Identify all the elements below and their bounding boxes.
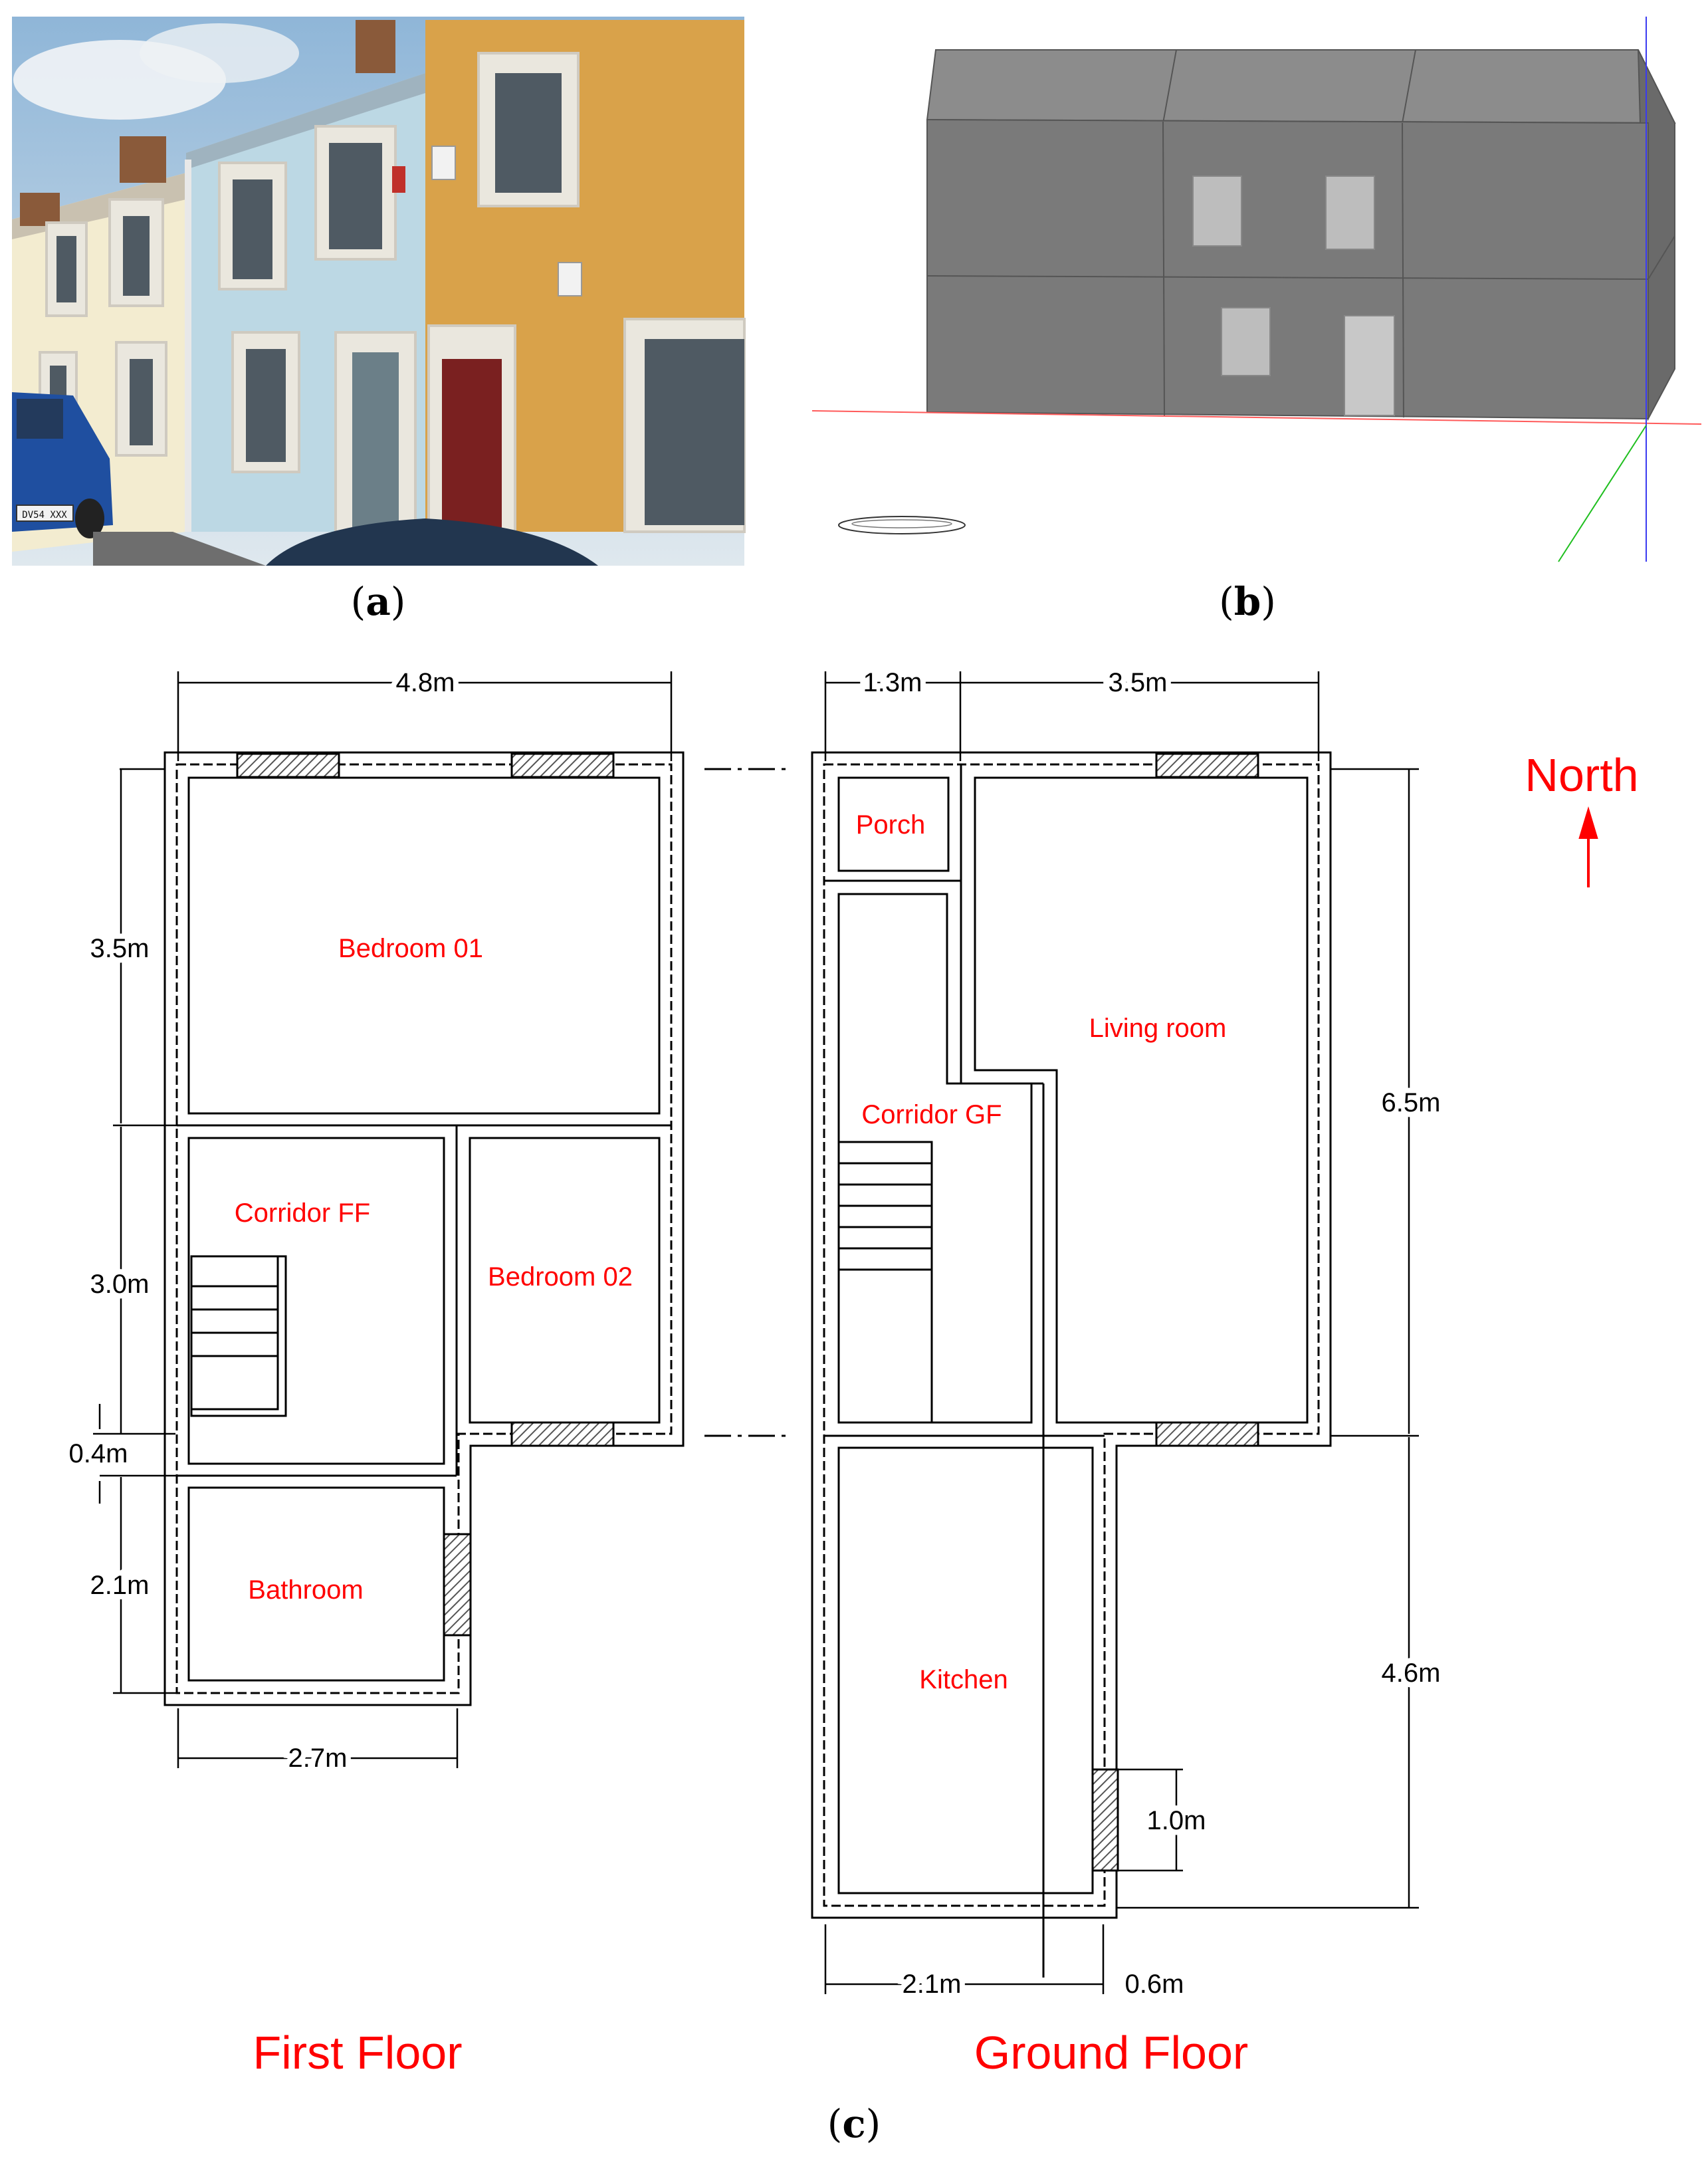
ground-floor-title: Ground Floor xyxy=(974,2027,1248,2079)
license-plate: DV54 XXX xyxy=(22,510,67,520)
panel-a-photo: DV54 XXX xyxy=(12,17,746,566)
room-label-bedroom-02: Bedroom 02 xyxy=(488,1262,633,1292)
first-floor-title: First Floor xyxy=(253,2027,463,2079)
living-room-outline xyxy=(974,776,1309,1424)
panel-c-label: (c) xyxy=(827,2101,881,2146)
dim-first-width: 4.8m xyxy=(396,668,455,697)
dim-bathroom-width: 2.7m xyxy=(288,1744,348,1773)
north-arrow-icon xyxy=(1578,806,1598,887)
room-label-bedroom-01: Bedroom 01 xyxy=(338,934,483,963)
room-label-kitchen: Kitchen xyxy=(919,1665,1008,1694)
panel-a-label: (a) xyxy=(351,579,406,624)
bedroom-01-outline xyxy=(187,776,661,1115)
porch-outline xyxy=(837,776,950,872)
ground-floor-plan xyxy=(811,751,1332,1978)
dim-bedroom-depth: 3.5m xyxy=(90,934,150,963)
dim-bathroom-depth: 2.1m xyxy=(90,1571,150,1600)
first-floor-dimension-lines xyxy=(93,671,673,1768)
dim-gap: 0.4m xyxy=(69,1439,128,1468)
room-label-living-room: Living room xyxy=(1089,1014,1227,1043)
dim-porch-width: 1.3m xyxy=(863,668,922,697)
panel-b-3d-model xyxy=(811,17,1702,562)
room-label-corridor-gf: Corridor GF xyxy=(861,1100,1002,1129)
ground-floor-dimension-lines xyxy=(824,671,1419,1994)
dim-corridor-depth: 3.0m xyxy=(90,1270,150,1299)
dim-rear-depth: 4.6m xyxy=(1382,1658,1441,1688)
corridor-ff-outline xyxy=(187,1137,445,1465)
stairs-gf xyxy=(837,1141,933,1424)
dim-window-height: 1.0m xyxy=(1147,1806,1206,1835)
panel-c-floor-plans xyxy=(93,671,1598,1994)
panel-b-label: (b) xyxy=(1219,579,1276,624)
first-floor-plan xyxy=(163,751,685,1706)
dim-living-width: 3.5m xyxy=(1109,668,1168,697)
compass-label: North xyxy=(1525,749,1638,801)
dim-front-depth: 6.5m xyxy=(1382,1088,1441,1117)
dim-side-gap: 0.6m xyxy=(1125,1970,1184,1999)
kitchen-outline xyxy=(837,1446,1094,1894)
room-label-bathroom: Bathroom xyxy=(248,1575,363,1605)
room-label-porch: Porch xyxy=(856,810,926,840)
dimension-labels: 4.8m 3.5m 3.0m 0.4m 2.1m 2.7m 1.3m 3.5m … xyxy=(64,663,1446,2004)
dim-kitchen-width: 2.1m xyxy=(903,1970,962,1999)
room-label-corridor-ff: Corridor FF xyxy=(235,1198,370,1228)
